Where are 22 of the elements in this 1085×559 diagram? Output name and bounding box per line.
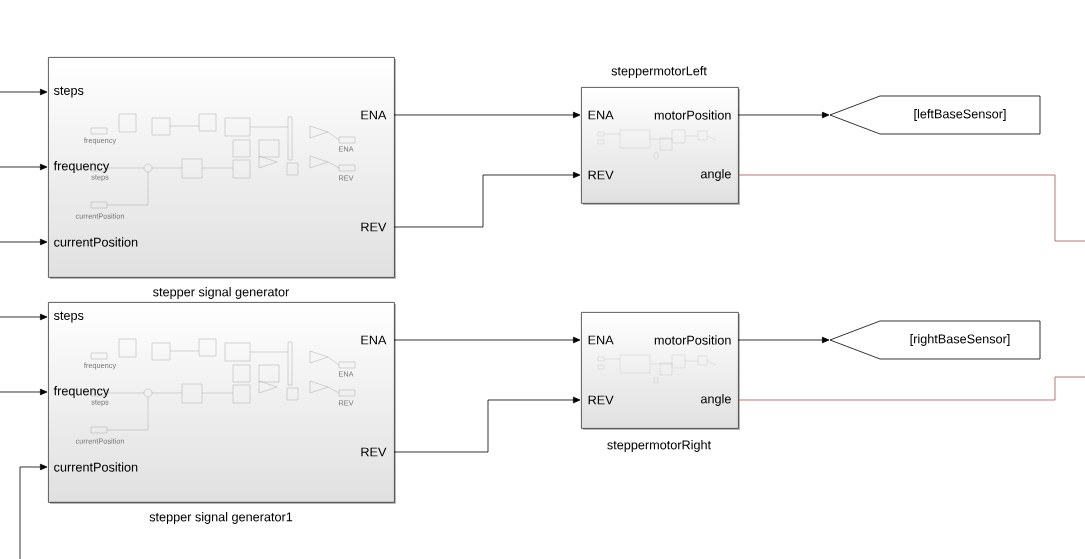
node-label: stepper signal generator1 [149, 512, 293, 524]
goto-tag: [rightBaseSensor] [829, 320, 1041, 360]
signal-line [19, 463, 48, 559]
node-label: stepper signal generator [153, 287, 290, 299]
goto-tag: [leftBaseSensor] [829, 95, 1041, 135]
node-label: steppermotorLeft [611, 66, 707, 78]
signal-line [0, 88, 48, 96]
node-label: steppermotorRight [607, 440, 711, 452]
signal-line [737, 376, 1085, 401]
signal-line [737, 174, 1085, 242]
signal-line [393, 171, 581, 228]
signal-line [0, 388, 48, 396]
signal-line [0, 163, 48, 171]
signal-line [0, 313, 48, 321]
signal-line [0, 238, 48, 246]
subsystem-block: ENA motorPosition REV angle steppermotorRight [581, 312, 740, 452]
subsystem-block: steppermotorLeft ENA motorPosition REV angle [581, 66, 740, 205]
signal-line [737, 111, 830, 119]
signal-line [393, 396, 581, 453]
signal-line [393, 111, 581, 119]
signal-line [393, 336, 581, 344]
signal-line [737, 336, 830, 344]
